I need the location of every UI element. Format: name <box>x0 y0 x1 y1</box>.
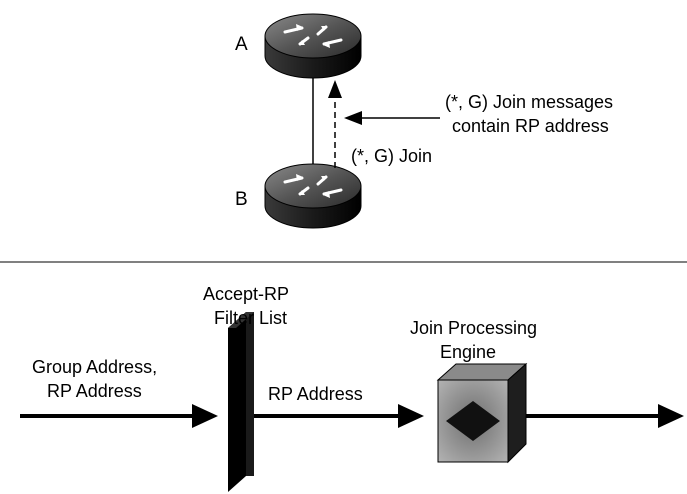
router-a-label: A <box>235 34 248 55</box>
router-a-icon <box>264 13 362 79</box>
join-label: (*, G) Join <box>351 146 432 166</box>
filter-label-line-1: Accept-RP <box>203 284 289 304</box>
input-label-line-2: RP Address <box>47 381 142 401</box>
engine-label-line-1: Join Processing <box>410 318 537 338</box>
callout-line-2: contain RP address <box>452 116 609 136</box>
router-b-icon <box>264 163 362 229</box>
filter-label-line-2: Filter List <box>214 308 287 328</box>
middle-arrow-label: RP Address <box>268 384 363 404</box>
input-label-line-1: Group Address, <box>32 357 157 377</box>
output-arrow-head <box>658 404 684 428</box>
accept-rp-filter-slab <box>228 312 254 492</box>
router-b-label: B <box>235 189 248 210</box>
join-processing-engine-icon <box>436 362 528 464</box>
input-arrow-head <box>192 404 218 428</box>
callout-arrow-head <box>344 111 362 125</box>
join-arrow-head <box>328 80 342 98</box>
engine-label-line-2: Engine <box>440 342 496 362</box>
callout-line-1: (*, G) Join messages <box>445 92 613 112</box>
middle-arrow-head <box>398 404 424 428</box>
